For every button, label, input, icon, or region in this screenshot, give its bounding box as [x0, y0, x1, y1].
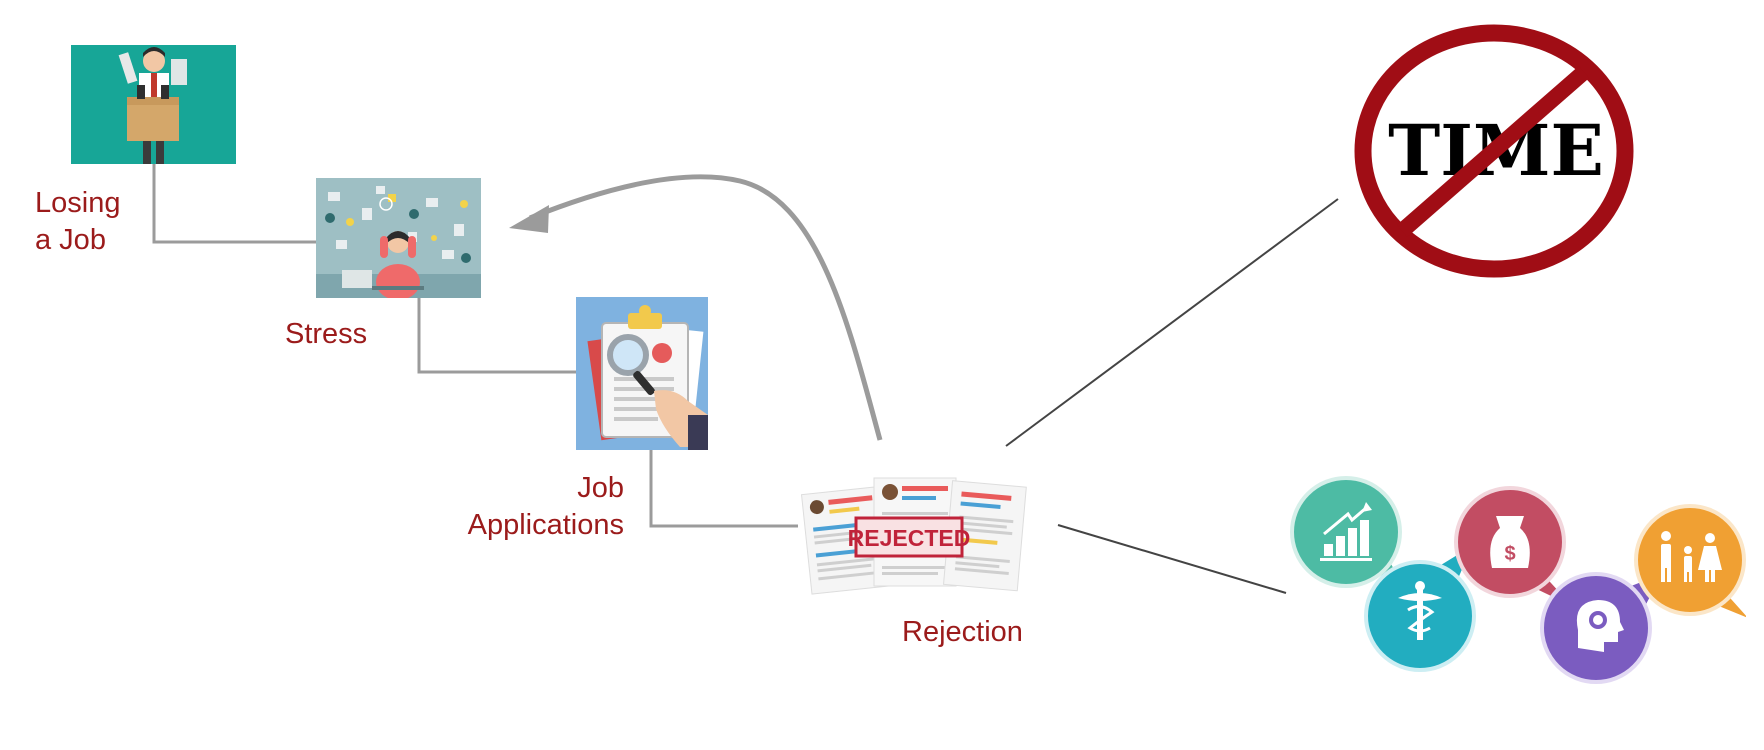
- feedback-arrow-rejection-to-stress: [529, 174, 883, 441]
- rejected-stamp-text: REJECTED: [848, 525, 971, 551]
- label-line: Job: [577, 472, 624, 504]
- label-line: Losing: [35, 187, 121, 219]
- connector-stress-to-applications: [417, 298, 576, 374]
- svg-text:$: $: [1504, 543, 1515, 565]
- clipboard-magnifier-icon: [576, 297, 708, 450]
- label-rejection: Rejection: [902, 614, 1023, 651]
- line-rejection-to-life-areas: [1057, 524, 1287, 594]
- label-job-applications: Job Applications: [444, 470, 624, 544]
- rejected-resumes-icon: REJECTED: [800, 477, 1027, 595]
- family-icon: [1634, 504, 1746, 618]
- stressed-person-icon: [316, 178, 481, 298]
- label-line: Stress: [285, 318, 368, 350]
- life-areas-bubbles-icon: $: [1290, 476, 1746, 684]
- feedback-arrowhead: [509, 205, 549, 233]
- label-line: Rejection: [902, 616, 1023, 648]
- label-line: a Job: [35, 224, 106, 256]
- no-time-sign-icon: TIME: [1354, 24, 1634, 278]
- line-rejection-to-no-time: [1005, 198, 1339, 447]
- rejected-stamp: REJECTED: [848, 516, 971, 558]
- label-stress: Stress: [285, 316, 367, 353]
- career-growth-icon: [1290, 476, 1404, 588]
- label-losing-a-job: Losing a Job: [35, 185, 120, 259]
- mind-icon: [1540, 572, 1662, 684]
- label-line: Applications: [467, 509, 624, 541]
- man-carrying-box-icon: [71, 45, 236, 164]
- connector-applications-to-rejection: [649, 450, 798, 528]
- money-icon: $: [1454, 486, 1572, 606]
- connector-losing-to-stress: [152, 164, 316, 244]
